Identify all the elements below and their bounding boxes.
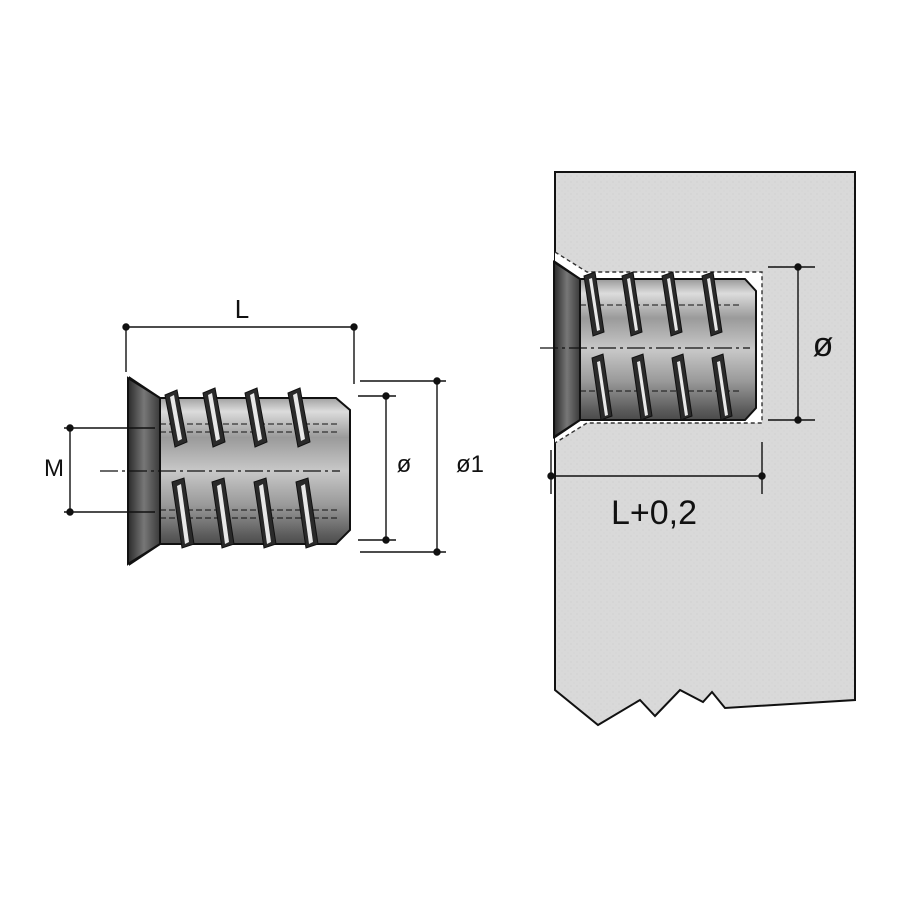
dimension-length: [122, 323, 358, 384]
dimension-bore-diameter: [768, 263, 815, 424]
wood-panel: [554, 171, 856, 727]
label-thread: M: [44, 455, 64, 482]
dimension-bore-depth: [547, 442, 766, 494]
label-outer-diameter: ø1: [456, 451, 484, 478]
dimension-inner-diameter: [358, 392, 396, 544]
label-bore-diameter: ø: [813, 326, 834, 364]
label-bore-depth: L+0,2: [611, 494, 697, 532]
label-inner-diameter: ø: [397, 451, 412, 478]
insert-nut-view: L M ø ø1: [44, 294, 484, 566]
dimension-outer-diameter: [360, 377, 446, 556]
label-length: L: [235, 294, 249, 324]
dimension-thread: [64, 424, 155, 516]
panel-section-view: ø L+0,2: [540, 171, 856, 727]
